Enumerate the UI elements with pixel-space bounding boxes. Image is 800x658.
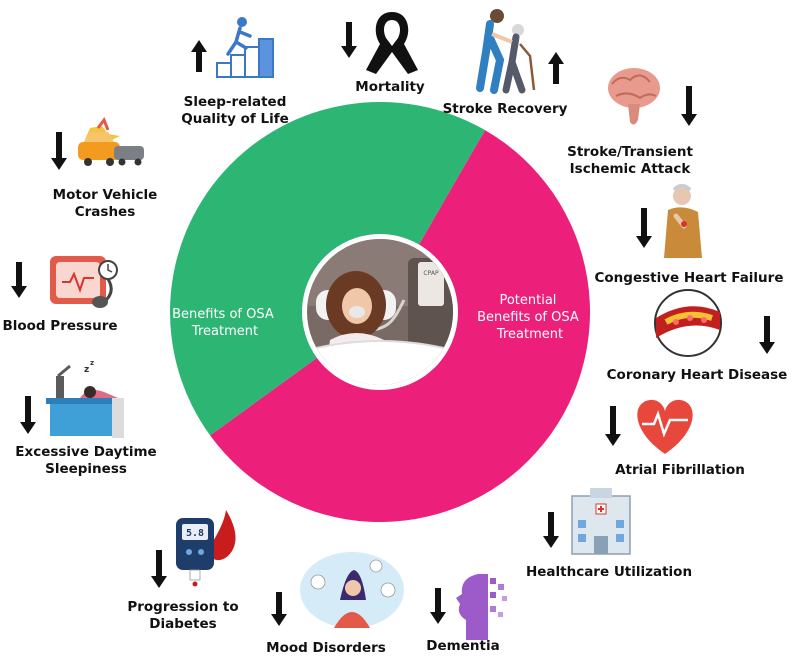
arrow-down-icon <box>605 406 621 446</box>
outcome-label-coronary-heart-disease: Coronary Heart Disease <box>606 367 788 383</box>
arrow-down-icon <box>271 592 287 626</box>
brain-icon <box>608 68 660 125</box>
arrow-down-icon <box>20 396 36 434</box>
glucose-meter-icon: 5.8 <box>176 510 236 587</box>
outcome-label-blood-pressure: Blood Pressure <box>2 318 118 334</box>
potential-benefits-segment-label: Potential Benefits of OSA Treatment <box>477 293 583 342</box>
outcome-label-stroke-recovery: Stroke Recovery <box>442 101 568 117</box>
benefits-segment-label: Benefits of OSA Treatment <box>172 307 278 339</box>
distressed-woman-icon <box>300 552 404 628</box>
arrow-down-icon <box>681 86 697 126</box>
glucose-reading-text: 5.8 <box>186 528 204 539</box>
arrow-down-icon <box>341 22 357 58</box>
arrow-down-icon <box>11 262 27 298</box>
elderly-chest-pain-icon <box>664 184 702 258</box>
stairs-climber-icon <box>216 17 274 78</box>
black-ribbon-icon <box>366 12 418 74</box>
arrow-up-icon <box>548 52 564 84</box>
arrow-down-icon <box>543 512 559 548</box>
outcome-label-congestive-heart-failure: Congestive Heart Failure <box>594 270 784 286</box>
sleeping-at-desk-icon: z z <box>46 359 124 438</box>
outcome-label-healthcare-utilization: Healthcare Utilization <box>525 564 693 580</box>
car-crash-icon <box>78 116 144 166</box>
donut-ring <box>169 101 590 523</box>
svg-text:z: z <box>90 359 94 367</box>
benefits-segment <box>169 101 486 436</box>
cpap-sleeping-woman-icon: CPAP <box>304 236 456 388</box>
arrow-down-icon <box>759 316 775 354</box>
outcome-label-mortality: Mortality <box>355 79 425 95</box>
arrow-down-icon <box>430 588 446 624</box>
outcome-arrows <box>11 22 775 626</box>
assisted-walking-icon <box>476 9 536 94</box>
potential-benefits-segment <box>210 130 590 523</box>
dissolving-head-icon <box>456 574 507 640</box>
outcome-label-mood-disorders: Mood Disorders <box>266 640 386 656</box>
svg-text:z: z <box>84 365 89 375</box>
heart-rhythm-icon <box>637 399 693 454</box>
hospital-icon <box>571 488 631 555</box>
arrow-up-icon <box>191 40 207 72</box>
clogged-artery-icon <box>654 289 722 357</box>
blood-pressure-monitor-icon <box>50 256 118 308</box>
cpap-device-text: CPAP <box>423 270 439 277</box>
arrow-down-icon <box>636 208 652 248</box>
outcome-label-atrial-fibrillation: Atrial Fibrillation <box>615 462 745 478</box>
arrow-down-icon <box>151 550 167 588</box>
outcome-label-dementia: Dementia <box>426 638 500 654</box>
arrow-down-icon <box>51 132 67 170</box>
